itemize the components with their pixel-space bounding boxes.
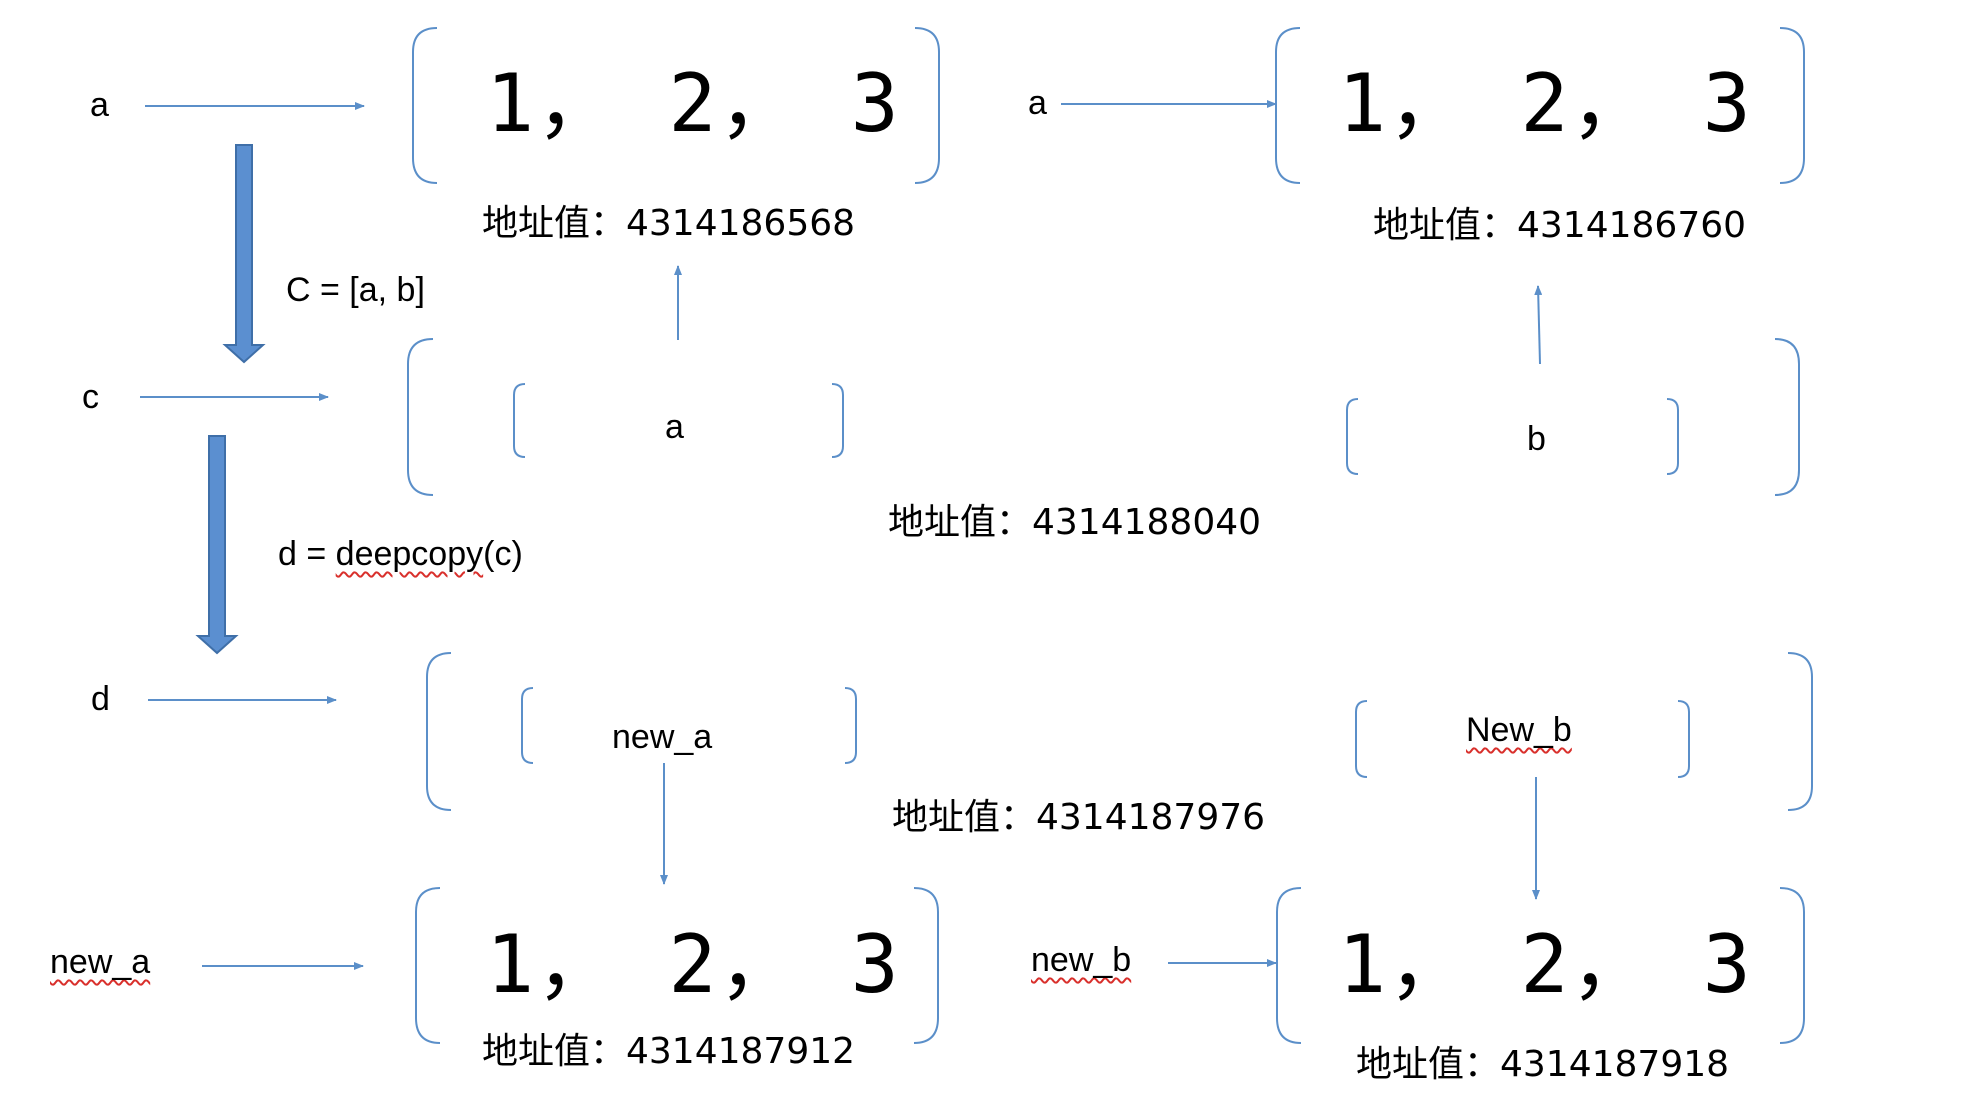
inner-ref-a: a	[665, 408, 684, 446]
list-bracket-right	[1787, 652, 1813, 811]
list-bracket-right	[914, 27, 940, 184]
list-values: 1， 2， 3	[1338, 57, 1753, 150]
list-bracket-left	[1355, 700, 1368, 778]
list-values: 1， 2， 3	[486, 57, 901, 150]
list-bracket-right	[844, 687, 857, 764]
list-bracket-left	[1276, 887, 1302, 1044]
list-bracket-right	[1779, 887, 1805, 1044]
list-bracket-left	[1275, 27, 1301, 184]
address-label: 地址值：4314186568	[482, 203, 856, 244]
address-label: 地址值：4314188040	[888, 502, 1262, 543]
list-bracket-right	[1779, 27, 1805, 184]
inner-ref-new-b: New_b	[1466, 711, 1572, 749]
list-bracket-right	[1677, 700, 1690, 778]
list-bracket-left	[521, 687, 534, 764]
op-prefix: d =	[278, 535, 336, 573]
list-bracket-right	[1666, 398, 1679, 475]
list-bracket-right	[831, 383, 844, 458]
list-bracket-left	[513, 383, 526, 458]
inner-ref-b: b	[1527, 420, 1546, 458]
var-label-new-a: new_a	[50, 943, 151, 981]
list-values: 1， 2， 3	[486, 918, 901, 1011]
list-bracket-right	[913, 887, 939, 1044]
address-label: 地址值：4314186760	[1373, 205, 1747, 246]
list-values: 1， 2， 3	[1338, 918, 1753, 1011]
var-label-a: a	[90, 86, 109, 124]
var-label-c: c	[82, 378, 99, 416]
inner-ref-new-a: new_a	[612, 718, 713, 756]
address-label: 地址值：4314187976	[892, 797, 1266, 838]
op-label-c-assign: C = [a, b]	[286, 271, 425, 309]
list-bracket-left	[1346, 398, 1359, 475]
address-label: 地址值：4314187918	[1356, 1044, 1730, 1085]
ref-arrow-c-b	[1534, 285, 1543, 365]
list-bracket-left	[415, 887, 441, 1044]
var-label-a: a	[1028, 84, 1047, 122]
var-label-new-b: new_b	[1031, 941, 1132, 979]
op-func: deepcopy	[335, 535, 484, 573]
op-label-deepcopy: d = deepcopy(c)	[278, 537, 523, 571]
address-label: 地址值：4314187912	[482, 1031, 856, 1072]
op-args: (c)	[483, 535, 523, 573]
list-bracket-left	[426, 652, 452, 811]
block-arrow-down	[222, 144, 266, 364]
list-bracket-right	[1774, 338, 1800, 496]
var-label-d: d	[91, 680, 110, 718]
block-arrow-down	[195, 435, 239, 655]
list-bracket-left	[412, 27, 438, 184]
list-bracket-left	[407, 338, 434, 496]
